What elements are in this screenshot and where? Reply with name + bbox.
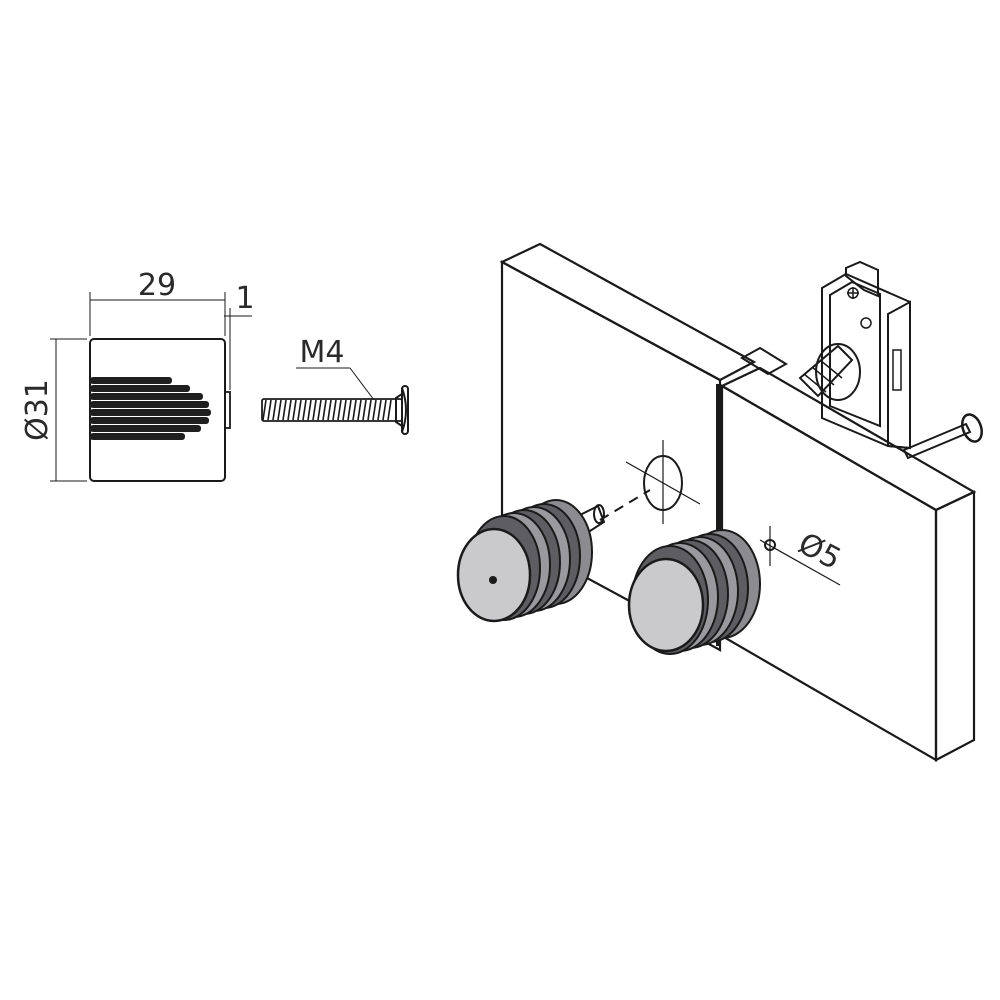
dimension-diameter-label: Ø31 <box>20 379 55 441</box>
locking-pin <box>902 413 983 460</box>
glass-left-front <box>500 260 722 652</box>
dimension-diameter: Ø31 <box>20 338 87 482</box>
lock-housing <box>798 260 911 450</box>
dimension-flange-label: 1 <box>235 281 254 316</box>
dimension-length: 29 <box>89 268 226 336</box>
glass-panel-right <box>716 346 977 762</box>
glass-left-top <box>499 242 757 382</box>
thread-label: M4 <box>300 335 345 370</box>
dimension-length-label: 29 <box>138 268 176 303</box>
knob-right <box>627 529 761 655</box>
glass-panel-left <box>499 242 757 652</box>
glass-right-side <box>934 490 976 762</box>
hole-marker <box>625 440 701 524</box>
screw-m4: M4 <box>261 335 409 435</box>
assembly-axis <box>599 489 651 521</box>
hole-diameter-callout: Ø5 <box>759 526 847 586</box>
knob-flange <box>224 391 231 429</box>
lock-screw-icon <box>847 287 859 299</box>
knob-left <box>456 499 606 623</box>
knob-right-face <box>627 557 705 653</box>
glass-right-top <box>719 366 977 512</box>
knob-side-view: 29 1 Ø31 <box>20 268 255 482</box>
dimension-flange: 1 <box>224 281 255 390</box>
knob-left-face <box>456 527 532 623</box>
assembly-view: Ø5 <box>456 242 983 762</box>
hole-diameter-label: Ø5 <box>792 526 846 577</box>
screw-thread <box>262 399 392 421</box>
knob-grip-fins <box>90 377 211 440</box>
